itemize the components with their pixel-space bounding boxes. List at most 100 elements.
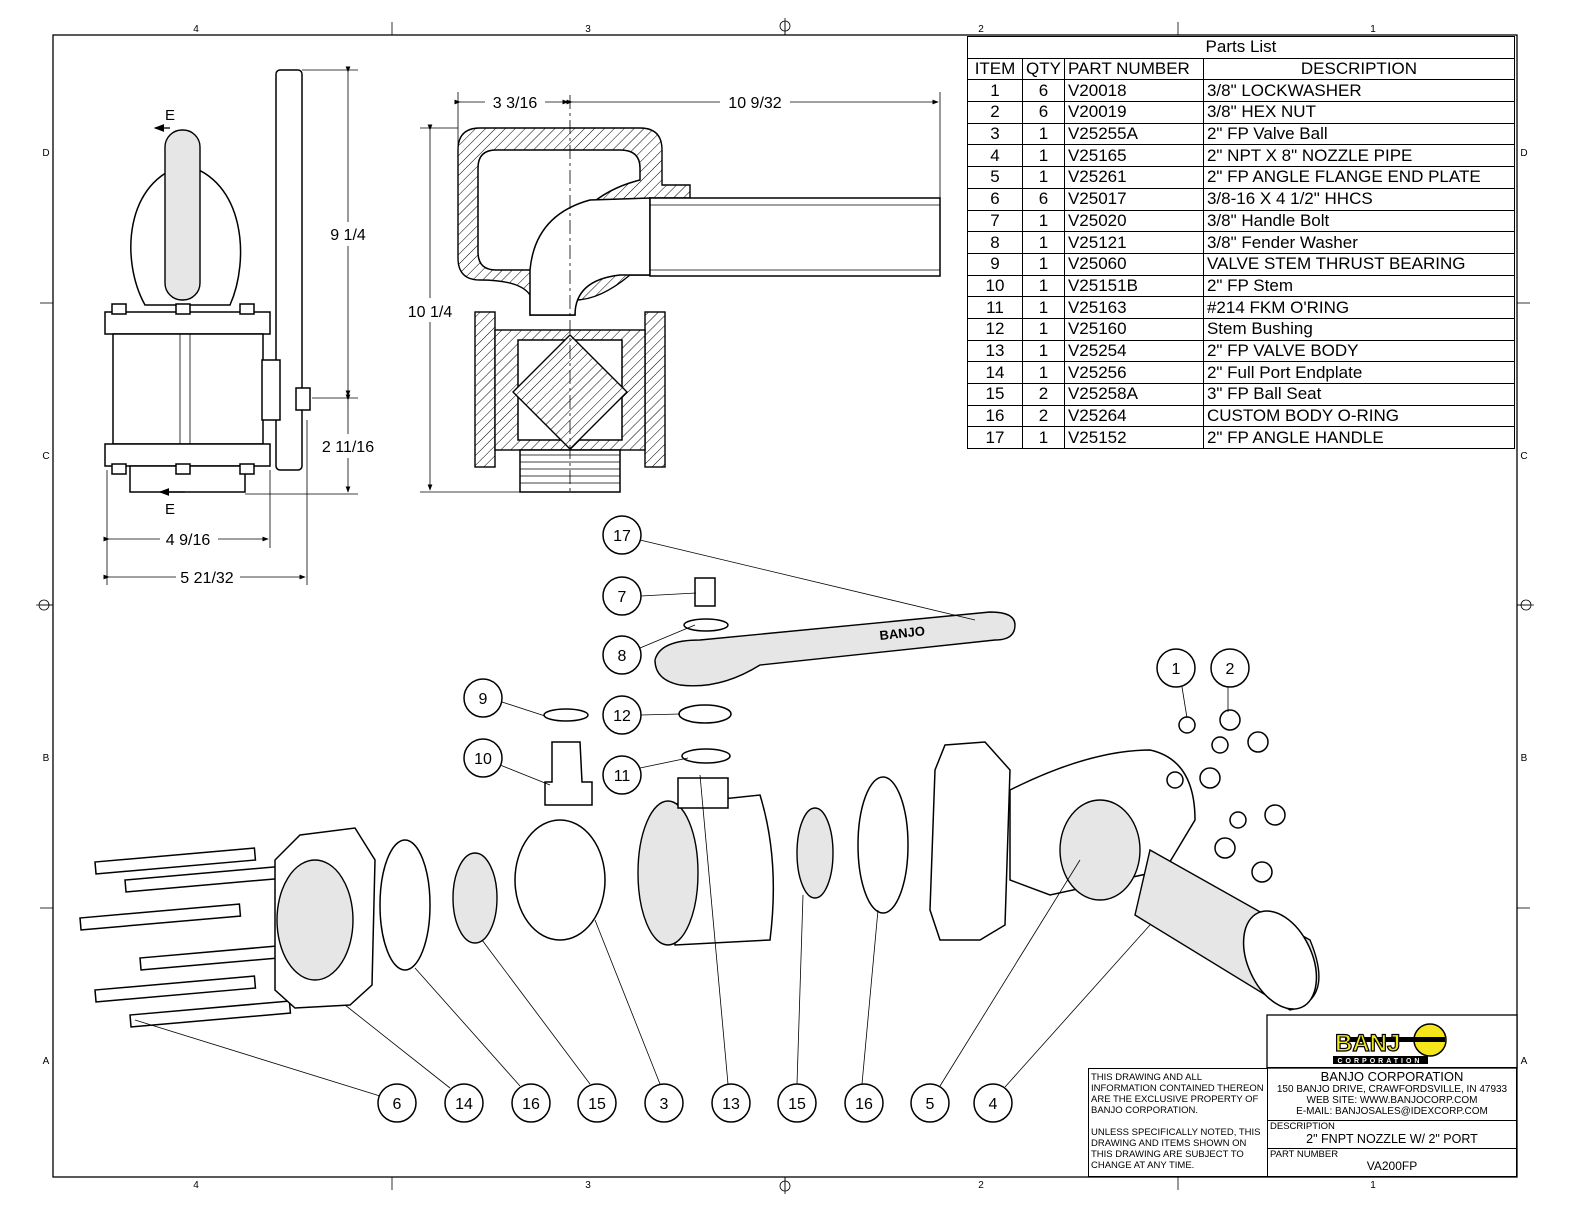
item-cell: 2 xyxy=(967,101,1023,124)
description-cell: CUSTOM BODY O-RING xyxy=(1202,404,1515,428)
parts-list-table: Parts List ITEM QTY PART NUMBER DESCRIPT… xyxy=(967,36,1515,450)
col-description: DESCRIPTION xyxy=(1202,57,1515,81)
description-cell: 2" FP ANGLE HANDLE xyxy=(1202,426,1515,450)
qty-cell: 1 xyxy=(1022,231,1065,254)
balloon-circle xyxy=(777,1083,817,1123)
balloon-2: 2 xyxy=(1210,648,1250,688)
item-cell: 7 xyxy=(967,209,1023,233)
company-name: BANJO CORPORATION xyxy=(1320,1069,1464,1084)
company-website: WEB SITE: WWW.BANJOCORP.COM xyxy=(1306,1095,1478,1106)
ball-seat-right xyxy=(796,807,834,899)
col-part-number: PART NUMBER xyxy=(1063,57,1204,81)
part-number-cell: V25264 xyxy=(1063,404,1204,428)
description-cell: Stem Bushing xyxy=(1202,317,1515,341)
zone-row-c-right: C xyxy=(1520,451,1527,462)
balloon-circle xyxy=(602,695,642,735)
zone-col-3-bottom: 3 xyxy=(585,1180,591,1191)
zone-col-3-top: 3 xyxy=(585,24,591,35)
ball-seat-left xyxy=(452,852,498,944)
balloon-circle xyxy=(377,1083,417,1123)
item-cell: 14 xyxy=(967,361,1023,384)
part-number-cell: V25151B xyxy=(1063,274,1204,298)
item-cell: 4 xyxy=(967,144,1023,168)
balloon-number: 1 xyxy=(1172,661,1181,678)
item-cell: 5 xyxy=(967,166,1023,189)
valve-ball xyxy=(514,819,606,941)
qty-cell: 1 xyxy=(1022,166,1065,189)
balloon-number: 13 xyxy=(722,1096,740,1113)
zone-row-d-right: D xyxy=(1520,148,1527,159)
item-cell: 13 xyxy=(967,339,1023,363)
bolts xyxy=(79,847,302,1028)
item-cell: 8 xyxy=(967,231,1023,254)
balloon-7: 7 xyxy=(602,576,642,616)
balloon-circle xyxy=(602,576,642,616)
zone-col-1-top: 1 xyxy=(1370,24,1376,35)
dim-lower-height: 2 11/16 xyxy=(322,439,374,456)
qty-cell: 6 xyxy=(1022,187,1065,211)
balloon-circle xyxy=(644,1083,684,1123)
balloon-number: 7 xyxy=(618,589,627,606)
banjo-logo: BANJ CORPORATION xyxy=(1266,1014,1518,1069)
description-label: DESCRIPTION xyxy=(1270,1121,1335,1132)
balloon-circle xyxy=(1156,648,1196,688)
balloon-number: 9 xyxy=(479,691,488,708)
balloon-circle xyxy=(844,1083,884,1123)
balloon-8: 8 xyxy=(602,635,642,675)
description-cell: 3/8" HEX NUT xyxy=(1202,101,1515,124)
balloon-number: 4 xyxy=(989,1096,998,1113)
balloon-circle xyxy=(711,1083,751,1123)
balloon-9: 9 xyxy=(463,678,503,718)
body-oring-right xyxy=(857,776,909,914)
balloon-circle xyxy=(910,1083,950,1123)
qty-cell: 2 xyxy=(1022,404,1065,428)
description-block: DESCRIPTION 2" FNPT NOZZLE W/ 2" PORT xyxy=(1267,1120,1517,1149)
handle-marking: BANJO xyxy=(879,623,926,643)
balloon-circle xyxy=(444,1083,484,1123)
qty-cell: 1 xyxy=(1022,317,1065,341)
balloon-number: 10 xyxy=(474,751,492,768)
description-cell: 3" FP Ball Seat xyxy=(1202,383,1515,406)
balloon-circle xyxy=(973,1083,1013,1123)
zone-row-d-left: D xyxy=(42,148,49,159)
balloon-number: 12 xyxy=(613,708,631,725)
section-marker-top: E xyxy=(165,107,175,124)
description-cell: 2" FP Valve Ball xyxy=(1202,122,1515,146)
part-number-cell: V25255A xyxy=(1063,122,1204,146)
balloon-circle xyxy=(602,515,642,555)
col-item: ITEM xyxy=(967,57,1023,81)
zone-row-b-right: B xyxy=(1521,753,1528,764)
balloon-number: 16 xyxy=(855,1096,873,1113)
balloon-circle xyxy=(511,1083,551,1123)
part-number-value: VA200FP xyxy=(1366,1159,1418,1173)
item-cell: 10 xyxy=(967,274,1023,298)
item-cell: 15 xyxy=(967,383,1023,406)
balloon-15b: 15 xyxy=(777,1083,817,1123)
col-qty: QTY xyxy=(1022,57,1065,81)
qty-cell: 6 xyxy=(1022,79,1065,103)
item-cell: 16 xyxy=(967,404,1023,428)
item-cell: 12 xyxy=(967,317,1023,341)
part-number-cell: V25256 xyxy=(1063,361,1204,384)
balloon-number: 15 xyxy=(788,1096,806,1113)
dim-section-height: 10 1/4 xyxy=(408,304,453,321)
balloon-circle xyxy=(463,738,503,778)
balloon-10: 10 xyxy=(463,738,503,778)
qty-cell: 1 xyxy=(1022,274,1065,298)
description-cell: 3/8" LOCKWASHER xyxy=(1202,79,1515,103)
stem xyxy=(544,741,593,806)
balloon-12: 12 xyxy=(602,695,642,735)
dim-width-body: 4 9/16 xyxy=(166,532,211,549)
part-number-cell: V25163 xyxy=(1063,296,1204,319)
part-number-cell: V25258A xyxy=(1063,383,1204,406)
nuts-and-washers xyxy=(1166,709,1286,883)
item-cell: 11 xyxy=(967,296,1023,319)
